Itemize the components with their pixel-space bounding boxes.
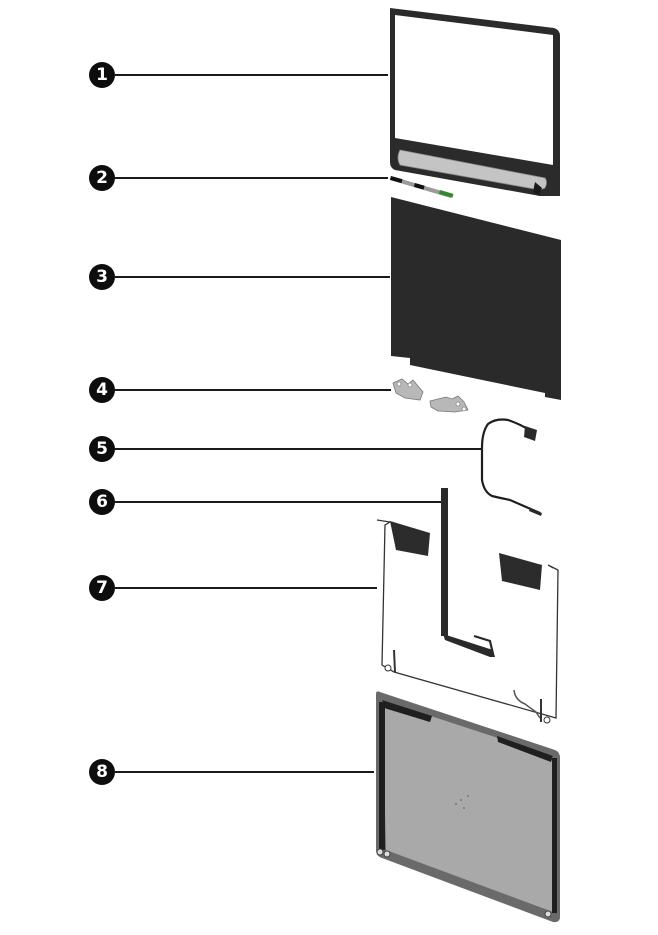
leader-line-4 [115,389,391,391]
callout-8: 8 [89,759,115,785]
display-hinges-icon [392,378,469,413]
display-cable-icon [480,418,542,516]
callout-2: 2 [89,165,115,191]
display-back-cover-icon [376,691,560,923]
callout-3: 3 [89,264,115,290]
callout-1: 1 [89,62,115,88]
display-panel-icon [391,197,561,400]
leader-line-7 [115,587,377,589]
leader-line-2 [115,177,388,179]
callout-4: 4 [89,377,115,403]
leader-line-1 [115,74,388,76]
display-bezel-icon [390,8,560,196]
callout-7: 7 [89,575,115,601]
antenna-bracket-icon [376,519,559,724]
leader-line-6 [115,501,441,503]
leader-line-8 [115,771,374,773]
webcam-module-icon [389,176,454,198]
callout-5: 5 [89,436,115,462]
leader-line-5 [115,448,481,450]
callout-6: 6 [89,489,115,515]
leader-line-3 [115,276,390,278]
webcam-cable-icon [441,488,495,657]
